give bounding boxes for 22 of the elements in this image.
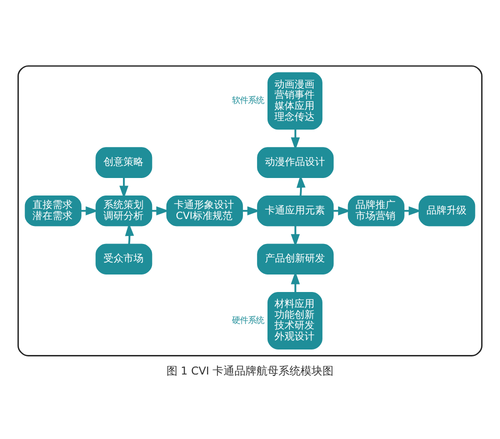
node-label: 硬件系统 bbox=[232, 314, 264, 324]
arrow bbox=[81, 206, 99, 215]
node-box: 产品创新研发 bbox=[257, 243, 334, 274]
cluster bbox=[17, 64, 483, 356]
arrow bbox=[242, 206, 260, 215]
node-box: 品牌升级 bbox=[418, 194, 476, 226]
node-box: 卡通应用元素 bbox=[257, 194, 334, 226]
node-label: 软件系统 bbox=[232, 94, 264, 105]
node-box: 品牌推广 市场营销 bbox=[348, 194, 404, 226]
arrow bbox=[334, 206, 351, 215]
node-box: 卡通形象设计 CVI标准规范 bbox=[166, 194, 243, 226]
arrow bbox=[290, 225, 300, 246]
arrow bbox=[119, 177, 128, 198]
node-box: 受众市场 bbox=[96, 243, 152, 274]
arrow bbox=[404, 206, 422, 215]
node-box: 动漫作品设计 bbox=[257, 146, 334, 178]
arrow bbox=[290, 128, 300, 150]
node-box: 直接需求 潜在需求 bbox=[24, 194, 82, 226]
caption: 图 1 CVI 卡通品牌航母系统模块图 bbox=[166, 364, 334, 377]
arrow bbox=[152, 206, 170, 215]
node-box: 系统策划 调研分析 bbox=[96, 194, 152, 226]
node-box: 创意策略 bbox=[96, 146, 152, 178]
